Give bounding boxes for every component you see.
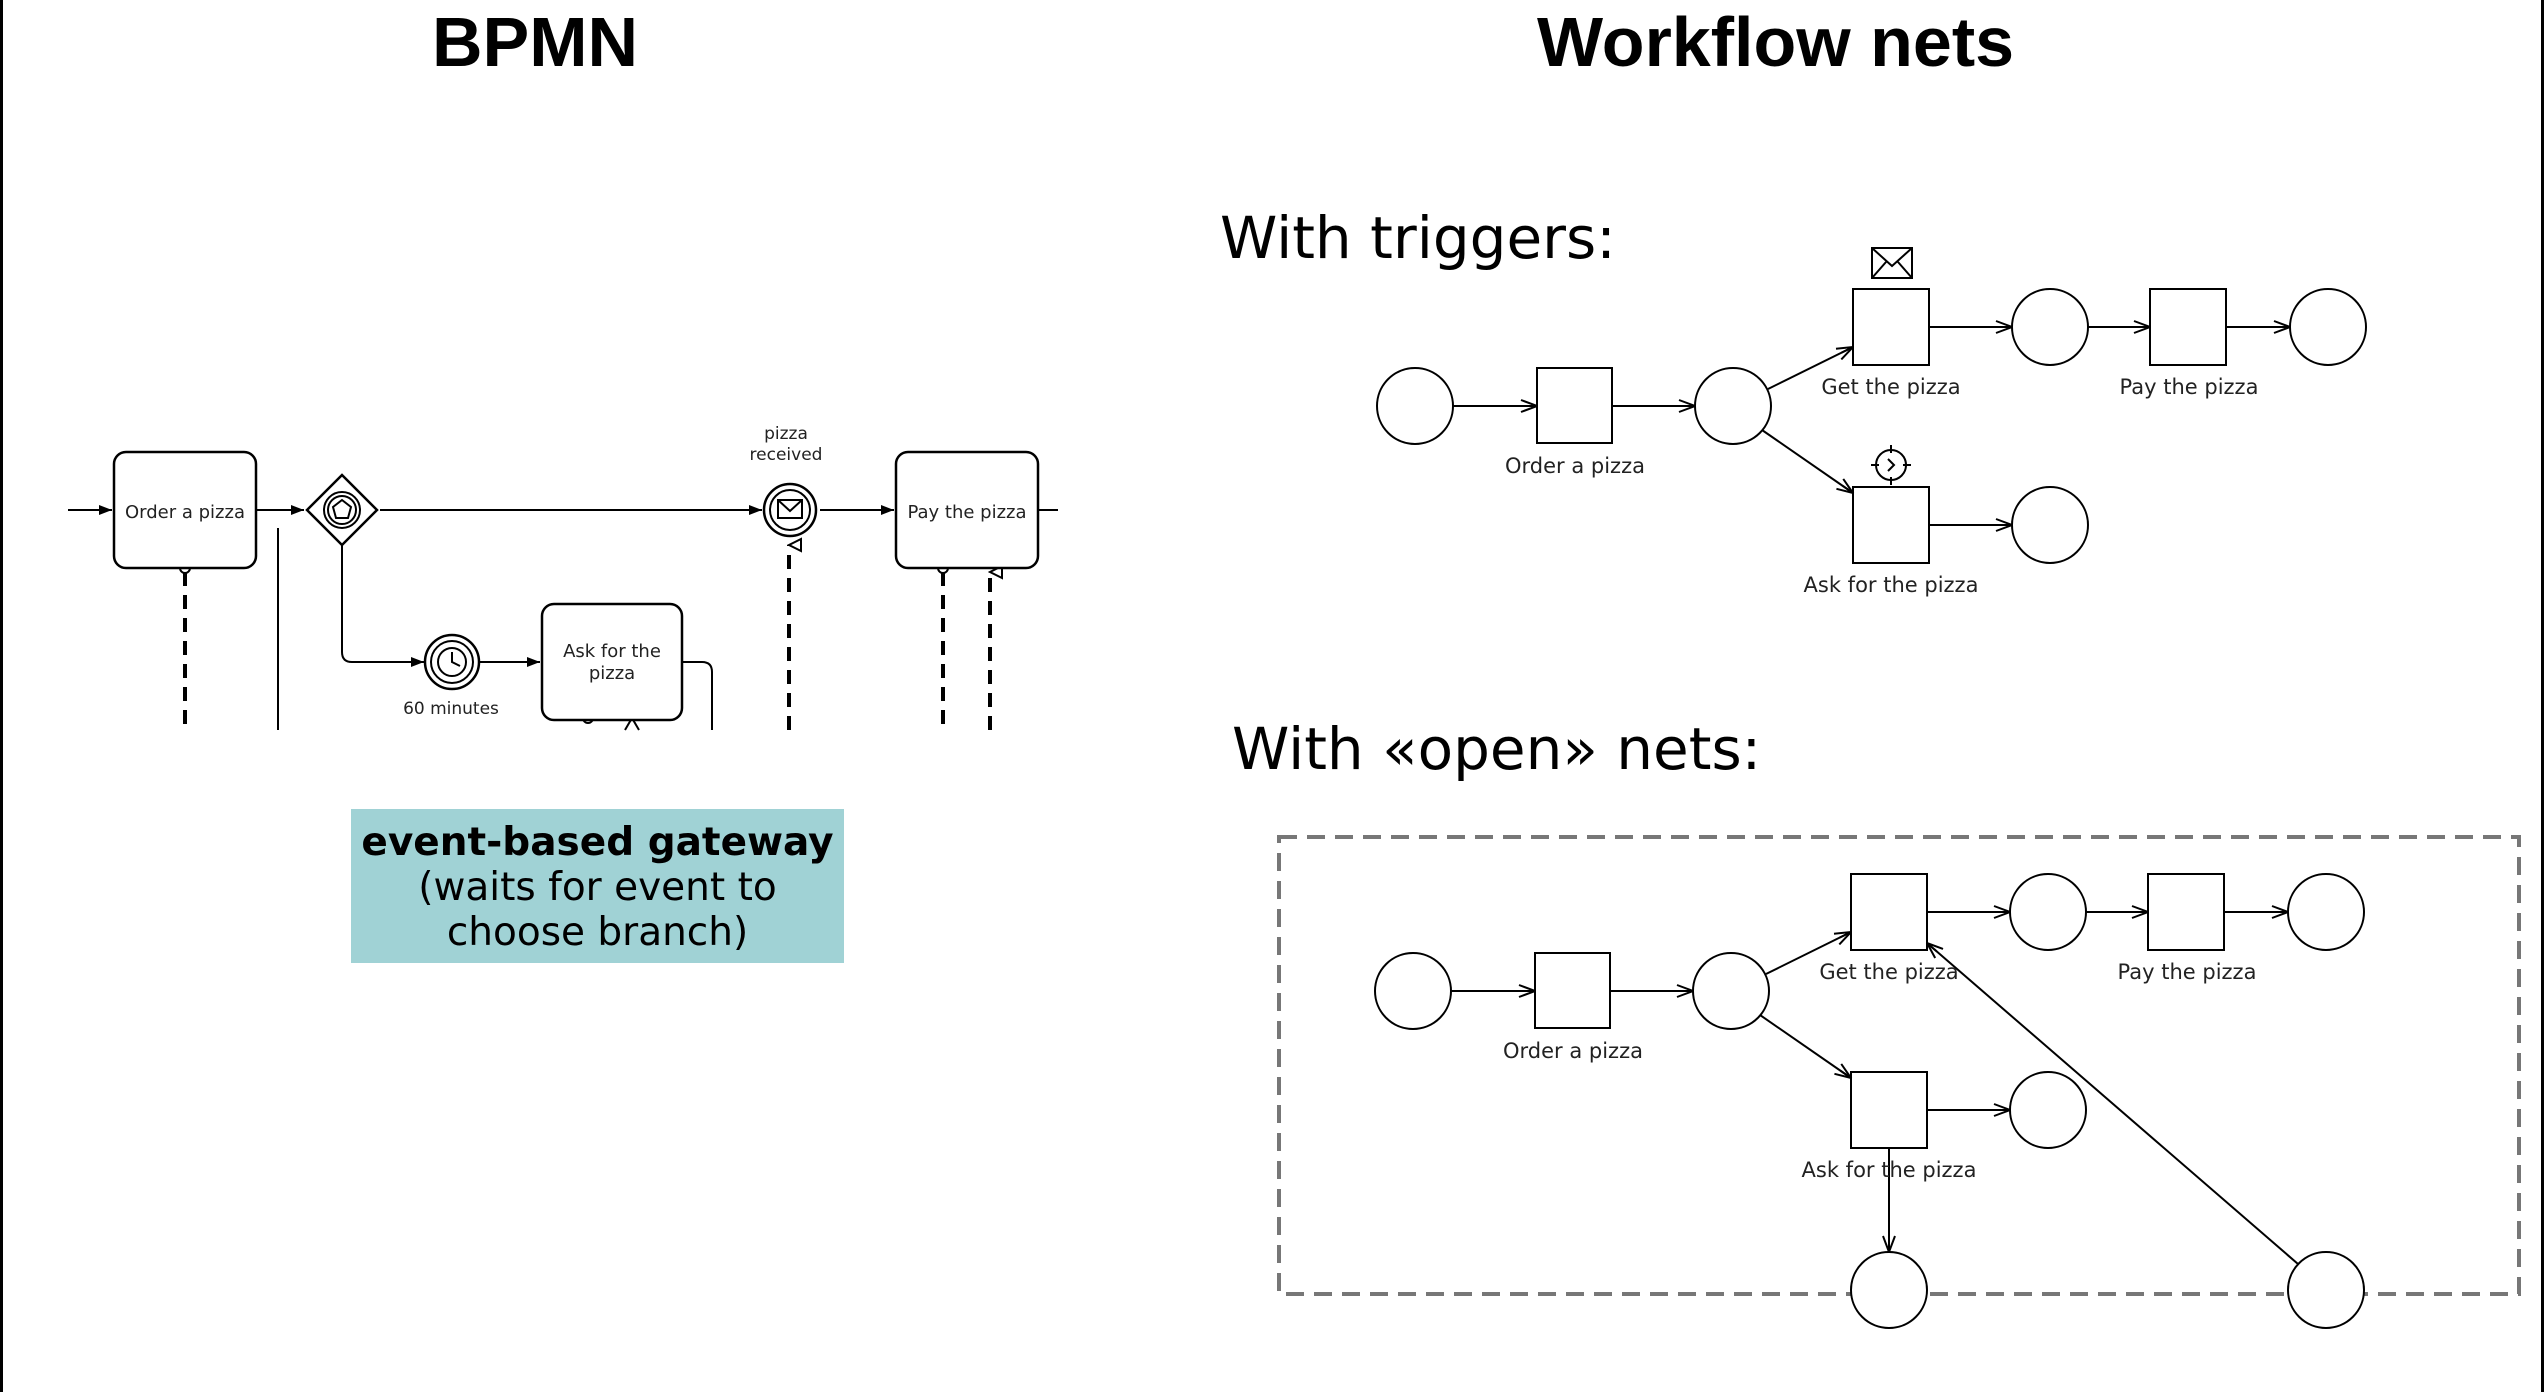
open-arc-interface-get [1927, 943, 2299, 1265]
arc-ordered-ask [1761, 429, 1853, 493]
frame-left-border [0, 0, 3, 1392]
title-workflow-nets: Workflow nets [1537, 3, 2015, 81]
clock-trigger-icon [1871, 445, 1911, 485]
bpmn-task-pay [894, 450, 1040, 570]
callout-title: event-based gateway [361, 820, 834, 865]
transition-ask [1852, 486, 1930, 564]
bpmn-task-ask-label-line1: Ask for the [563, 641, 661, 662]
place-got [2011, 288, 2089, 366]
frame-right-border [2541, 0, 2544, 1392]
workflow-net-open [1374, 873, 2365, 1329]
timer-event-icon [423, 633, 481, 691]
transition-pay [2149, 288, 2227, 366]
open-interface-place-pizza [2287, 1251, 2365, 1329]
open-transition-pay [2147, 873, 2225, 951]
net-open-get-label: Get the pizza [1819, 960, 1958, 984]
callout-line2: (waits for event to [418, 865, 777, 910]
net-triggers-order-label: Order a pizza [1505, 454, 1645, 478]
net-triggers-get-label: Get the pizza [1821, 375, 1960, 399]
bpmn-event-received-label-line1: pizza [764, 424, 808, 444]
bpmn-task-ask-label-line2: pizza [589, 663, 635, 684]
arc-ordered-get [1767, 347, 1853, 390]
open-place-start [1374, 952, 1452, 1030]
section-with-open-nets: With «open» nets: [1232, 715, 1762, 783]
open-place-ordered [1692, 952, 1770, 1030]
section-with-triggers: With triggers: [1220, 204, 1616, 272]
open-arc-ordered-ask [1759, 1014, 1851, 1078]
net-open-pay-label: Pay the pizza [2118, 960, 2257, 984]
net-triggers-ask-label: Ask for the pizza [1804, 573, 1979, 597]
open-net-boundary [1277, 835, 2521, 1296]
message-catch-event-icon [762, 482, 818, 538]
workflow-net-triggers [1376, 247, 2367, 564]
bpmn-timer-label: 60 minutes [403, 699, 499, 719]
open-interface-place-ask [1850, 1251, 1928, 1329]
place-start [1376, 367, 1454, 445]
place-end [2289, 288, 2367, 366]
open-transition-get [1850, 873, 1928, 951]
net-open-order-label: Order a pizza [1503, 1039, 1643, 1063]
transition-get [1852, 288, 1930, 366]
open-place-end [2287, 873, 2365, 951]
callout-line3: choose branch) [446, 910, 749, 955]
bpmn-task-order-label: Order a pizza [125, 502, 245, 523]
net-open-ask-label: Ask for the pizza [1802, 1158, 1977, 1182]
open-place-got [2009, 873, 2087, 951]
place-asked [2011, 486, 2089, 564]
bpmn-flow-ask-out [682, 661, 713, 730]
bpmn-diagram [68, 450, 1058, 731]
open-transition-order [1534, 952, 1611, 1029]
bpmn-task-pay-label: Pay the pizza [907, 502, 1026, 523]
open-arc-ordered-get [1765, 932, 1851, 975]
envelope-icon [1871, 247, 1913, 279]
place-ordered [1694, 367, 1772, 445]
open-place-asked [2009, 1071, 2087, 1149]
bpmn-event-received-label-line2: received [750, 445, 823, 465]
transition-order [1536, 367, 1613, 444]
bpmn-task-order [112, 450, 258, 570]
event-based-gateway-callout: event-based gateway (waits for event to … [351, 809, 844, 963]
title-bpmn: BPMN [432, 3, 639, 81]
bpmn-flow-gateway-timer [341, 545, 424, 667]
event-based-gateway-icon [305, 473, 379, 547]
open-transition-ask [1850, 1071, 1928, 1149]
net-triggers-pay-label: Pay the pizza [2120, 375, 2259, 399]
bpmn-task-ask [540, 602, 684, 722]
